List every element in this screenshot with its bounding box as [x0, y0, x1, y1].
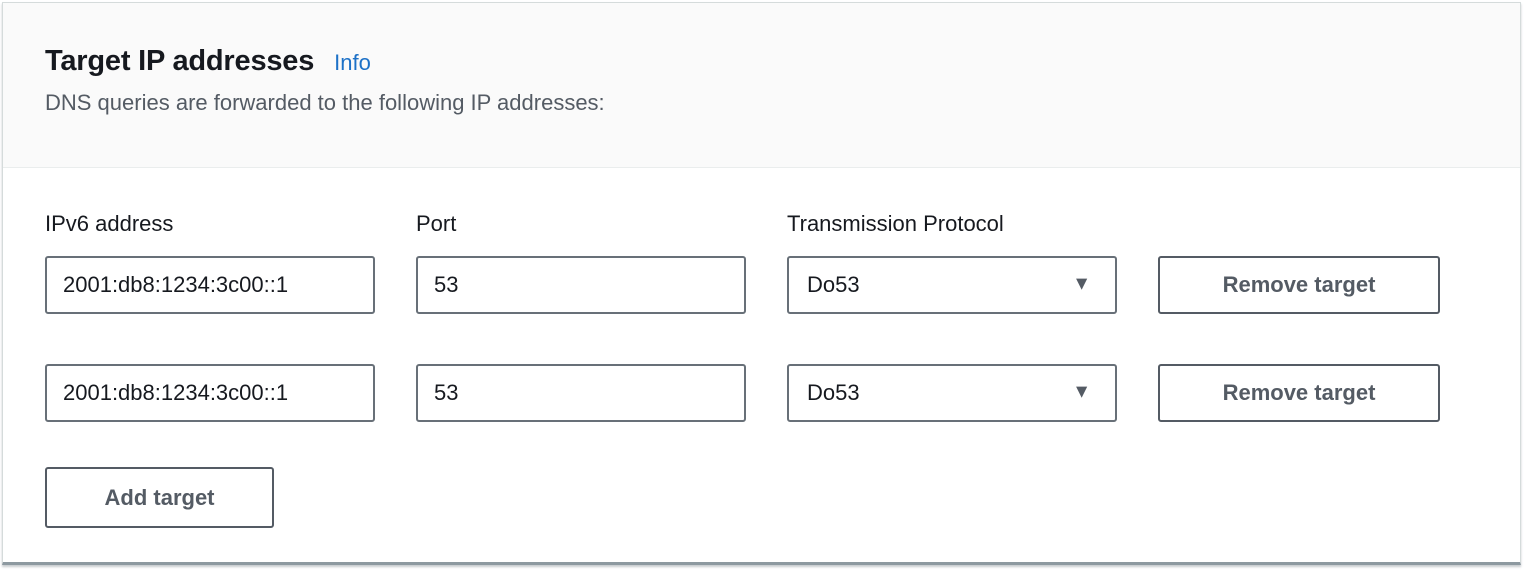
column-labels-row: IPv6 address Port Transmission Protocol: [45, 211, 1476, 237]
transmission-protocol-select[interactable]: Do53 ▼: [787, 256, 1117, 314]
target-row: Do53 ▼ Remove target: [45, 364, 1476, 422]
port-input[interactable]: [416, 256, 746, 314]
remove-target-button[interactable]: Remove target: [1158, 256, 1440, 314]
panel-header: Target IP addresses Info DNS queries are…: [3, 3, 1520, 168]
ipv6-address-input[interactable]: [45, 364, 375, 422]
chevron-down-icon: ▼: [1072, 273, 1091, 295]
port-label: Port: [416, 211, 457, 236]
info-link[interactable]: Info: [334, 50, 371, 75]
panel-title-row: Target IP addresses Info: [45, 45, 1476, 78]
transmission-protocol-select[interactable]: Do53 ▼: [787, 364, 1117, 422]
transmission-protocol-label: Transmission Protocol: [787, 211, 1004, 236]
ipv6-address-label: IPv6 address: [45, 211, 174, 236]
transmission-protocol-value: Do53: [807, 380, 860, 405]
remove-target-button[interactable]: Remove target: [1158, 364, 1440, 422]
panel-description: DNS queries are forwarded to the followi…: [45, 90, 605, 115]
chevron-down-icon: ▼: [1072, 381, 1091, 403]
target-row: Do53 ▼ Remove target: [45, 256, 1476, 314]
transmission-protocol-value: Do53: [807, 272, 860, 297]
add-target-button[interactable]: Add target: [45, 467, 274, 528]
ipv6-address-input[interactable]: [45, 256, 375, 314]
target-ip-addresses-panel: Target IP addresses Info DNS queries are…: [2, 2, 1521, 565]
panel-title: Target IP addresses: [45, 45, 315, 77]
panel-body: IPv6 address Port Transmission Protocol …: [3, 168, 1520, 528]
port-input[interactable]: [416, 364, 746, 422]
